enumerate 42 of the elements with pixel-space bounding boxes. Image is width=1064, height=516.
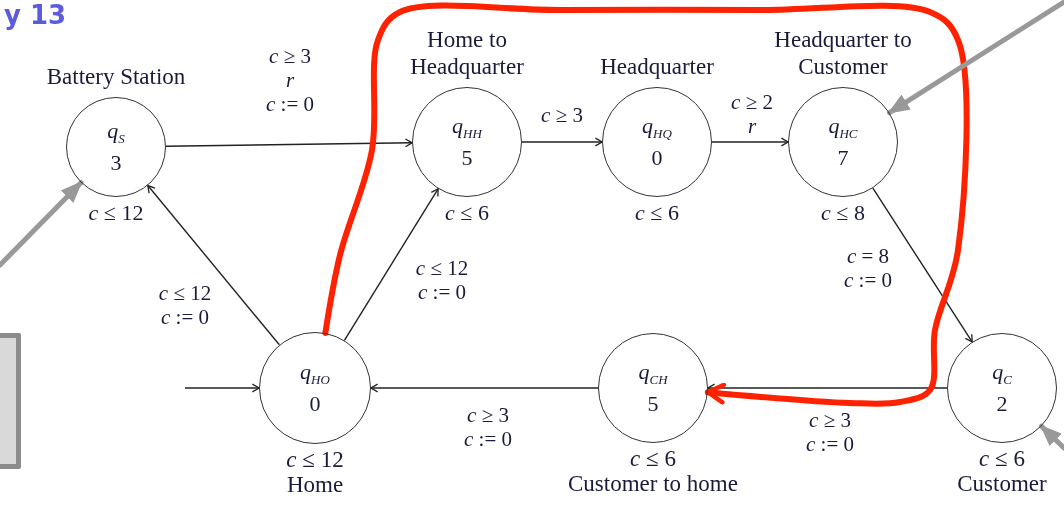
pointer-arrow <box>1039 423 1064 451</box>
state-cost: 5 <box>647 392 659 417</box>
state-cost: 7 <box>837 146 849 171</box>
location-label: Home to Headquarter <box>409 26 525 80</box>
title-fragment: y 13 <box>4 0 67 30</box>
transition-arrow <box>165 138 413 148</box>
state-name: q$_{HQ}$ <box>642 113 672 144</box>
invariant-label: c ≤ 6 <box>978 446 1026 471</box>
state-name: q$_{CH}$ <box>638 359 668 390</box>
callout-box <box>0 333 21 469</box>
location-label: Headquarter <box>599 53 715 80</box>
location-label: Battery Station <box>45 63 187 90</box>
invariant-label: c ≤ 12 <box>285 447 345 472</box>
invariant-label: c ≤ 12 <box>88 201 144 225</box>
location-label: Home <box>285 472 345 497</box>
transition-arrow <box>711 137 789 147</box>
location-label: Headquarter to Customer <box>773 26 913 80</box>
state-cost: 5 <box>461 146 473 171</box>
transition-arrow <box>343 188 439 342</box>
pointer-arrow <box>886 0 1064 116</box>
invariant-label: c ≤ 8 <box>821 201 865 225</box>
transition-arrow <box>147 184 281 346</box>
state-name: q$_{HH}$ <box>452 113 482 144</box>
transition-arrow <box>184 383 260 393</box>
state-name: q$_{C}$ <box>992 359 1012 390</box>
state-cost: 0 <box>309 392 321 417</box>
state-cost: 2 <box>996 392 1008 417</box>
location-label: Customer to home <box>567 471 739 496</box>
transition-arrow <box>872 187 973 343</box>
state-name: q$_{HO}$ <box>300 359 330 390</box>
transition-arrow <box>521 137 603 147</box>
pointer-arrow <box>0 180 84 268</box>
state-name: q$_{HC}$ <box>828 113 858 144</box>
state-cost: 3 <box>110 151 122 176</box>
location-label: Customer <box>956 471 1048 496</box>
state-cost: 0 <box>651 146 663 171</box>
state-name: q$_{S}$ <box>107 118 125 149</box>
invariant-label: c ≤ 6 <box>445 201 489 225</box>
invariant-label: c ≤ 6 <box>629 446 677 471</box>
invariant-label: c ≤ 6 <box>635 201 679 225</box>
transition-arrow <box>370 383 599 393</box>
highlight-arrow <box>322 2 970 407</box>
